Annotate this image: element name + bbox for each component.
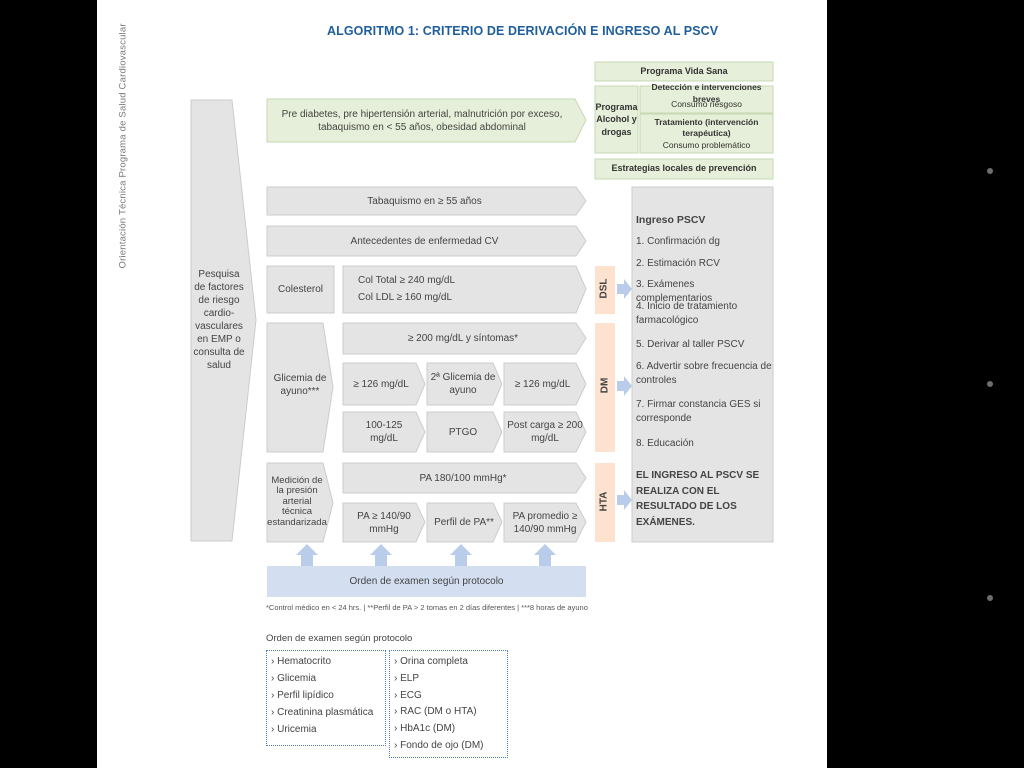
tabaquismo-text: Tabaquismo en ≥ 55 años xyxy=(367,195,482,207)
alcohol-label: Programa Alcohol y drogas xyxy=(595,102,638,137)
g100-arrow xyxy=(342,411,426,453)
order-item: › Creatinina plasmática xyxy=(271,707,374,718)
g126b-text: ≥ 126 mg/dL xyxy=(514,378,571,390)
vida-sana-box xyxy=(594,61,774,82)
dsl-label: DSL xyxy=(598,278,610,299)
perfil-arrow xyxy=(426,502,503,543)
footnote: *Control médico en < 24 hrs. | **Perfil … xyxy=(266,603,588,612)
deteccion-label: Detección e intervenciones breves xyxy=(651,82,762,104)
order-list-right-box xyxy=(389,650,508,758)
estrategias-label: Estrategias locales de prevención xyxy=(611,163,757,174)
ingreso-item: 5. Derivar al taller PSCV xyxy=(636,339,745,350)
g2a-arrow xyxy=(426,362,503,406)
up-arrow-2 xyxy=(370,544,392,566)
col-total-text: Col Total ≥ 240 mg/dL xyxy=(358,275,456,286)
nav-dot-2[interactable] xyxy=(987,381,993,387)
order-item: › ELP xyxy=(394,672,420,684)
ingreso-title: Ingreso PSCV xyxy=(636,214,706,226)
dm-label: DM xyxy=(599,377,611,394)
paprom-text: PA promedio ≥ 140/90 mmHg xyxy=(512,510,578,535)
ingreso-item: 7. Firmar constancia GES si corresponde xyxy=(636,399,761,424)
post-text: Post carga ≥ 200 mg/dL xyxy=(507,420,583,444)
up-arrow-1 xyxy=(296,544,318,566)
order-item: › RAC (DM o HTA) xyxy=(394,706,477,718)
medicion-text: Medición de la presión arterial técnica … xyxy=(267,474,327,528)
order-list-title: Orden de examen según protocolo xyxy=(266,633,413,644)
pa180-text: PA 180/100 mmHg* xyxy=(419,472,507,484)
ingreso-item: 1. Confirmación dg xyxy=(636,236,720,247)
medicion-box xyxy=(266,462,334,543)
colesterol-text: Colesterol xyxy=(277,284,324,295)
ingreso-box xyxy=(631,186,774,543)
risk-factors-arrow xyxy=(266,98,587,143)
up-arrow-3 xyxy=(450,544,472,566)
glicemia-box xyxy=(266,322,334,453)
colesterol-box xyxy=(266,265,335,314)
g126a-arrow xyxy=(342,362,426,406)
tratamiento-label: Tratamiento (intervención terapéutica) xyxy=(654,117,759,138)
order-item: › Fondo de ojo (DM) xyxy=(394,740,484,751)
orden-bar-text: Orden de examen según protocolo xyxy=(349,576,504,587)
order-item: › Hematocrito xyxy=(271,656,332,667)
tratamiento-sub: Consumo problemático xyxy=(662,140,751,151)
order-list-left-box xyxy=(266,650,386,746)
ingreso-item: 2. Estimación RCV xyxy=(636,258,720,269)
left-block-shape xyxy=(190,99,257,542)
ingreso-item: 6. Advertir sobre frecuencia de controle… xyxy=(636,361,772,386)
antecedentes-arrow xyxy=(266,225,587,257)
right-arrow-hta xyxy=(617,490,632,510)
order-item: › Uricemia xyxy=(271,724,317,735)
g200-arrow xyxy=(342,322,587,355)
ptgo-text: PTGO xyxy=(448,426,478,438)
deteccion-box xyxy=(639,85,774,114)
up-arrow-4 xyxy=(534,544,556,566)
pa140-arrow xyxy=(342,502,426,543)
deteccion-sub: Consumo riesgoso xyxy=(671,99,742,110)
hta-band xyxy=(595,463,615,542)
order-item: › HbA1c (DM) xyxy=(394,723,456,735)
pa140-text: PA ≥ 140/90 mmHg xyxy=(357,510,411,535)
left-block-text: Pesquisa de factores de riesgo cardio-va… xyxy=(193,269,245,371)
col-ldl-text: Col LDL ≥ 160 mg/dL xyxy=(358,292,453,303)
g100-text: 100-125 mg/dL xyxy=(365,420,403,444)
nav-dot-3[interactable] xyxy=(987,595,993,601)
dsl-band xyxy=(595,266,615,314)
g200-text: ≥ 200 mg/dL y síntomas* xyxy=(407,333,519,344)
ingreso-item: 3. Exámenes complementarios xyxy=(636,279,713,304)
perfil-text: Perfil de PA** xyxy=(434,517,494,528)
pa180-arrow xyxy=(342,462,587,494)
ptgo-arrow xyxy=(426,411,503,453)
orden-bar xyxy=(267,566,586,597)
estrategias-box xyxy=(594,158,774,180)
risk-factors-text: Pre diabetes, pre hipertensión arterial,… xyxy=(281,109,563,133)
g126a-text: ≥ 126 mg/dL xyxy=(353,378,409,390)
nav-dot-1[interactable] xyxy=(987,168,993,174)
right-arrow-dsl xyxy=(617,279,632,299)
g126b-arrow xyxy=(503,362,587,406)
ingreso-item: 8. Educación xyxy=(636,438,694,449)
order-item: › Glicemia xyxy=(271,673,317,684)
post-arrow xyxy=(503,411,587,453)
right-arrow-dm xyxy=(617,376,632,396)
tratamiento-box xyxy=(639,113,774,154)
order-item: › Perfil lipídico xyxy=(271,690,334,701)
paprom-arrow xyxy=(503,502,587,543)
col-values-arrow xyxy=(342,265,587,314)
order-item: › Orina completa xyxy=(394,656,468,667)
order-item: › ECG xyxy=(394,689,422,701)
tabaquismo-arrow xyxy=(266,186,587,216)
page-title: ALGORITMO 1: CRITERIO DE DERIVACIÓN E IN… xyxy=(327,24,719,38)
hta-label: HTA xyxy=(598,491,610,512)
g2a-text: 2ª Glicemia de ayuno xyxy=(430,372,496,396)
alcohol-box xyxy=(594,85,639,154)
ingreso-note: EL INGRESO AL PSCV SE REALIZA CON EL RES… xyxy=(636,470,760,528)
dm-band xyxy=(595,323,615,452)
ingreso-item: 4. Inicio de tratamiento farmacológico xyxy=(636,301,738,326)
vida-sana-label: Programa Vida Sana xyxy=(640,65,728,76)
glicemia-text: Glicemia de ayuno*** xyxy=(273,373,327,397)
antecedentes-text: Antecedentes de enfermedad CV xyxy=(350,235,499,247)
